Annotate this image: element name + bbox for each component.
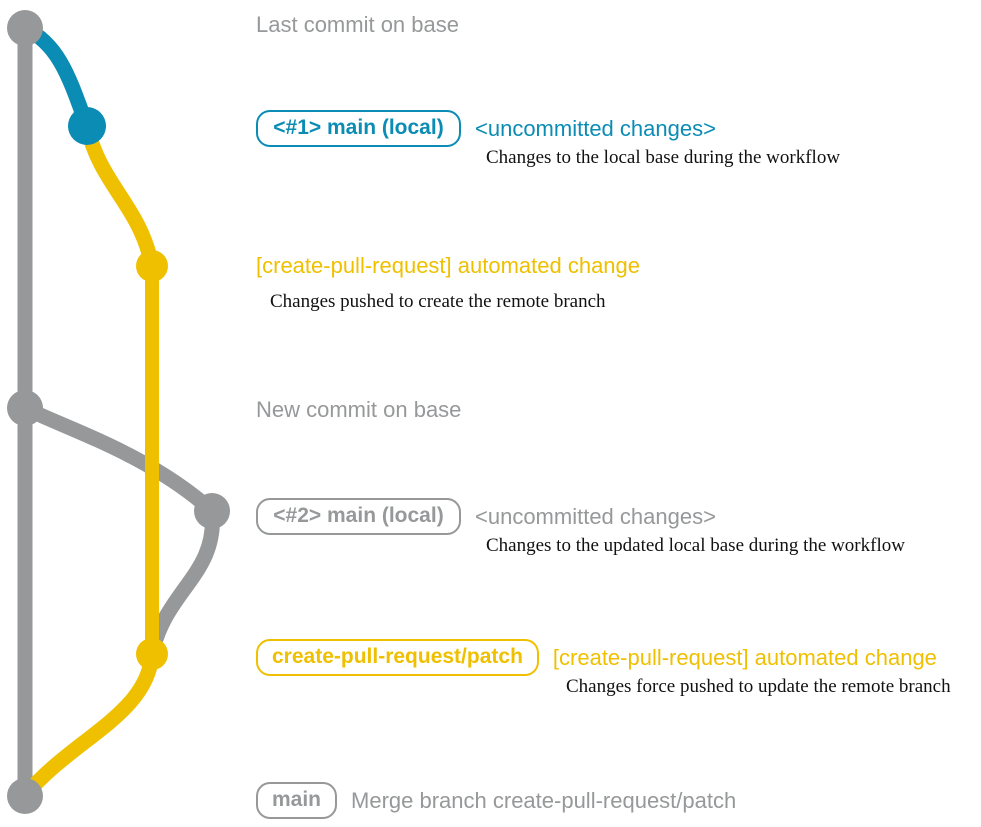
patch2-to-merge-line xyxy=(17,646,160,804)
commit-node-patch-1[interactable] xyxy=(136,250,168,282)
local1-to-patch1-line xyxy=(79,118,160,274)
branch-pill-patch[interactable]: create-pull-request/patch xyxy=(256,639,539,676)
base-to-local2-line xyxy=(17,400,220,519)
commit-node-base-new[interactable] xyxy=(7,390,43,426)
commit-subject: <uncommitted changes> xyxy=(475,115,716,141)
commit-node-local-1[interactable] xyxy=(68,107,106,145)
commit-description: Changes force pushed to update the remot… xyxy=(566,676,951,697)
commit-description: Changes to the updated local base during… xyxy=(486,535,905,556)
branch-pill-local-2[interactable]: <#2> main (local) xyxy=(256,498,461,535)
row-automated-change-2: create-pull-request/patch [create-pull-r… xyxy=(256,639,937,676)
row-local-commit-1: <#1> main (local) <uncommitted changes> xyxy=(256,110,716,147)
branch-pill-main[interactable]: main xyxy=(256,782,338,819)
row-automated-change-1: [create-pull-request] automated change xyxy=(256,255,640,277)
commit-subject: Merge branch create-pull-request/patch xyxy=(351,787,737,813)
commit-subject: New commit on base xyxy=(256,397,462,422)
commit-node-base-merge[interactable] xyxy=(7,778,43,814)
row-local-commit-2: <#2> main (local) <uncommitted changes> xyxy=(256,498,716,535)
commit-node-patch-2[interactable] xyxy=(136,638,168,670)
row-new-commit-on-base: New commit on base xyxy=(256,399,461,421)
commit-description: Changes to the local base during the wor… xyxy=(486,147,841,168)
branch-pill-local-1[interactable]: <#1> main (local) xyxy=(256,110,461,147)
commit-subject: <uncommitted changes> xyxy=(475,503,716,529)
commit-subject: Last commit on base xyxy=(256,12,459,37)
commit-subject: [create-pull-request] automated change xyxy=(552,644,937,670)
row-merge-commit: main Merge branch create-pull-request/pa… xyxy=(256,782,736,819)
commit-description: Changes pushed to create the remote bran… xyxy=(270,291,606,312)
row-last-commit-on-base: Last commit on base xyxy=(256,14,459,36)
commit-node-base-last[interactable] xyxy=(7,10,43,46)
commit-node-local-2[interactable] xyxy=(194,493,230,529)
commit-subject: [create-pull-request] automated change xyxy=(256,253,641,278)
